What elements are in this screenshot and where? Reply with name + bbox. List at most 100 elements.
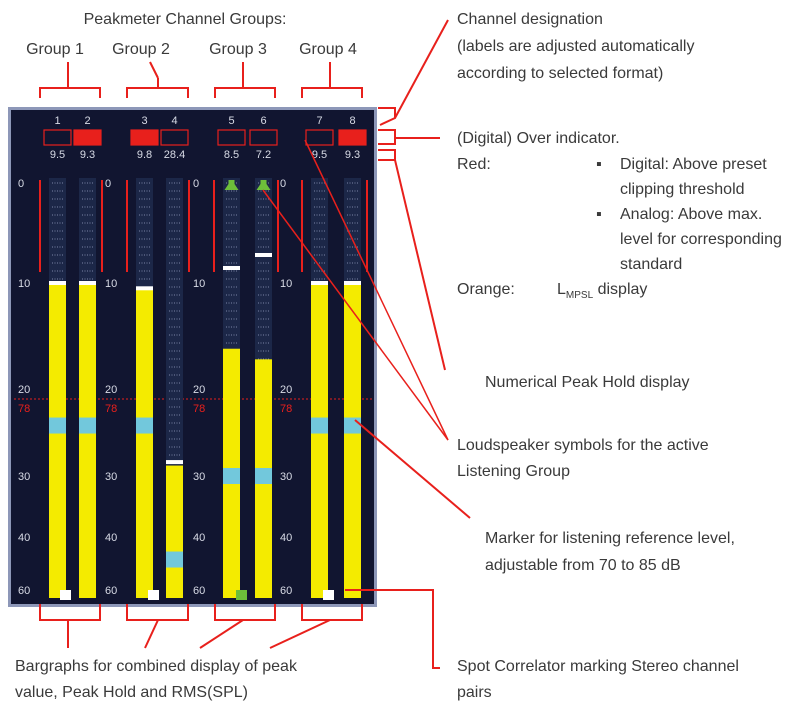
channel-number: 2: [84, 115, 90, 127]
bracket-top-1: [39, 87, 101, 98]
reference-level-label: 78: [18, 403, 30, 415]
ann-over-bullet-1: ▪: [596, 156, 602, 173]
scale-label: 40: [105, 532, 117, 544]
spot-correlator: [148, 590, 159, 600]
callout-marker-line: [354, 419, 471, 519]
ann-over-orange-label: Orange:: [457, 281, 515, 298]
reference-level-label: 78: [193, 403, 205, 415]
scale-label: 40: [280, 532, 292, 544]
group-label-1: Group 1: [26, 41, 84, 58]
diagram-title: Peakmeter Channel Groups:: [84, 11, 287, 28]
callout-peakhold-line: [394, 159, 446, 371]
bracket-bottom-4: [301, 604, 363, 621]
ann-spot-2: pairs: [457, 684, 492, 701]
rms-marker: [255, 468, 272, 484]
scale-label: 0: [193, 178, 199, 190]
reference-level-label: 78: [280, 403, 292, 415]
channel-number: 3: [141, 115, 147, 127]
ann-loudspeaker-2: Listening Group: [457, 463, 570, 480]
callout-spot-line: [345, 589, 440, 669]
group-labels: Group 1 Group 2 Group 3 Group 4: [26, 41, 357, 58]
over-indicator: [130, 129, 159, 146]
peak-bar: [79, 283, 96, 598]
loudspeaker-icon: [256, 180, 271, 190]
channel-number: 8: [349, 115, 355, 127]
channel-number: 6: [260, 115, 266, 127]
scale-label: 10: [105, 278, 117, 290]
over-indicator: [160, 129, 189, 146]
rms-marker: [344, 417, 361, 434]
scale-label: 0: [280, 178, 286, 190]
peak-hold-value: 9.5: [50, 149, 65, 161]
ann-over-red-2a: Analog: Above max.: [620, 206, 762, 223]
channel-number: 1: [54, 115, 60, 127]
bracket-top-3: [214, 87, 276, 98]
scale-label: 30: [105, 471, 117, 483]
scale-label: 10: [193, 278, 205, 290]
over-indicator: [249, 129, 278, 146]
bracket-top-2: [126, 87, 189, 98]
callout-peakhold-bracket: [378, 149, 396, 161]
over-indicator: [338, 129, 367, 146]
over-indicator: [217, 129, 246, 146]
rms-marker: [223, 468, 240, 484]
scale-label: 20: [18, 384, 30, 396]
over-indicator: [73, 129, 102, 146]
peak-hold-value: 9.3: [345, 149, 360, 161]
ann-spot-1: Spot Correlator marking Stereo channel: [457, 658, 739, 675]
spot-correlator: [60, 590, 71, 600]
over-indicator: [305, 129, 334, 146]
scale-label: 20: [193, 384, 205, 396]
peak-hold-value: 7.2: [256, 149, 271, 161]
channel-number: 7: [316, 115, 322, 127]
channel-number: 5: [228, 115, 234, 127]
peak-hold-marker: [255, 253, 272, 257]
peak-bar: [166, 465, 183, 598]
scale-label: 10: [18, 278, 30, 290]
ann-over-bullet-2: ▪: [596, 206, 602, 223]
scale-label: 40: [193, 532, 205, 544]
ann-channel-1: Channel designation: [457, 11, 603, 28]
callout-channel-line: [394, 19, 449, 119]
scale-label: 10: [280, 278, 292, 290]
peak-hold-marker: [344, 281, 361, 285]
callout-speaker-line-2: [262, 189, 449, 441]
peak-hold-marker: [49, 281, 66, 285]
scale-label: 20: [280, 384, 292, 396]
peak-hold-value: 9.3: [80, 149, 95, 161]
spot-correlator: [236, 590, 247, 600]
ann-over-title: (Digital) Over indicator.: [457, 130, 620, 147]
scale-label: 0: [18, 178, 24, 190]
peak-hold-marker: [79, 281, 96, 285]
bracket-top-2-stem: [149, 61, 159, 79]
rms-marker: [311, 417, 328, 434]
group-brackets-top: [39, 61, 363, 98]
scale-label: 60: [193, 585, 205, 597]
ann-bargraphs-1: Bargraphs for combined display of peak: [15, 658, 298, 675]
peak-hold-marker: [223, 266, 240, 270]
callout-channel-bracket: [378, 107, 396, 126]
scale-label: 20: [105, 384, 117, 396]
spot-correlator: [323, 590, 334, 600]
bracket-bottom-1: [39, 604, 101, 621]
peak-bar: [311, 283, 328, 598]
peak-hold-marker: [136, 286, 153, 291]
callout-over-bracket: [378, 129, 396, 145]
ann-loudspeaker-1: Loudspeaker symbols for the active: [457, 437, 709, 454]
group-label-4: Group 4: [299, 41, 357, 58]
peak-hold-value: 28.4: [164, 149, 185, 161]
callout-speaker-line: [304, 139, 449, 441]
scale-label: 30: [18, 471, 30, 483]
group-label-3: Group 3: [209, 41, 267, 58]
bracket-bottom-3: [214, 604, 276, 621]
peak-bar: [344, 283, 361, 598]
scale-label: 0: [105, 178, 111, 190]
scale-label: 60: [105, 585, 117, 597]
peak-bar: [49, 283, 66, 598]
callout-lines: [262, 19, 471, 669]
scale-label: 30: [193, 471, 205, 483]
group-label-2: Group 2: [112, 41, 170, 58]
peak-hold-marker: [166, 460, 183, 465]
peak-hold-value: 8.5: [224, 149, 239, 161]
